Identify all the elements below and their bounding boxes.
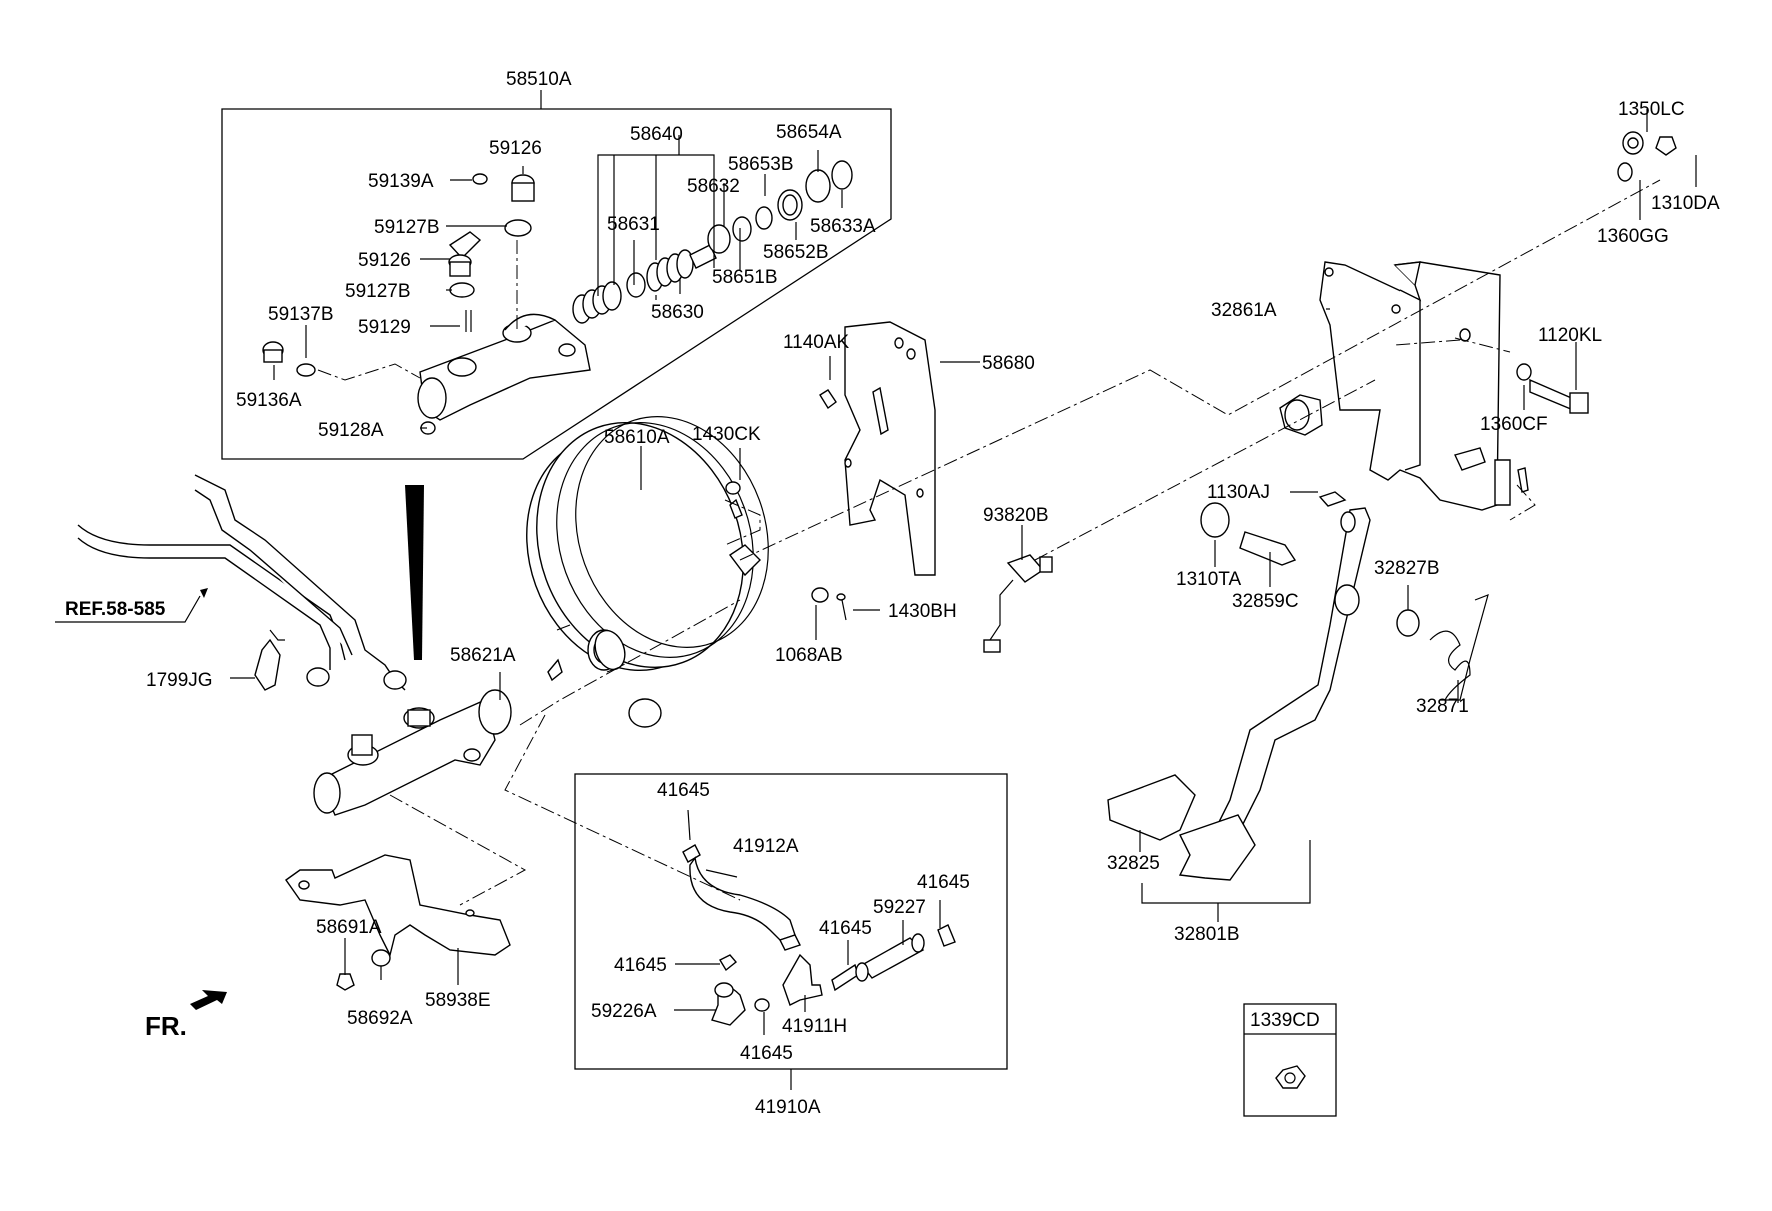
label-front: FR.	[145, 1011, 187, 1041]
label-59226A: 59226A	[591, 1001, 657, 1022]
master-cylinder-detail	[262, 173, 591, 435]
label-58691A: 58691A	[316, 917, 382, 938]
label-32801B: 32801B	[1174, 924, 1240, 945]
label-32871: 32871	[1416, 696, 1469, 717]
label-59227: 59227	[873, 897, 926, 918]
label-58651B: 58651B	[712, 267, 778, 288]
label-58640: 58640	[630, 124, 683, 145]
label-58631: 58631	[607, 214, 660, 235]
label-58632: 58632	[687, 176, 740, 197]
label-41645-d: 41645	[614, 955, 667, 976]
label-58610A: 58610A	[604, 427, 670, 448]
kit-box-1339CD	[1243, 1003, 1337, 1117]
front-arrow	[190, 990, 227, 1010]
label-41645-e: 41645	[740, 1043, 793, 1064]
label-59126: 59126	[489, 138, 542, 159]
switch-93820B	[983, 554, 1053, 653]
label-1310DA: 1310DA	[1651, 193, 1720, 214]
label-59129: 59129	[358, 317, 411, 338]
small-hardware	[729, 131, 1677, 701]
label-41645-b: 41645	[917, 872, 970, 893]
label-41912A: 41912A	[733, 836, 799, 857]
label-32859C: 32859C	[1232, 591, 1299, 612]
label-1360CF: 1360CF	[1480, 414, 1548, 435]
reservoir-hoses	[77, 474, 407, 691]
label-1339CD: 1339CD	[1250, 1010, 1320, 1031]
brake-booster	[526, 416, 769, 728]
label-59137B: 59137B	[268, 304, 334, 325]
master-cylinder	[313, 485, 512, 816]
label-1799JG: 1799JG	[146, 670, 213, 691]
label-1360GG: 1360GG	[1597, 226, 1669, 247]
label-58510A: 58510A	[506, 69, 572, 90]
label-1350LC: 1350LC	[1618, 99, 1685, 120]
label-1068AB: 1068AB	[775, 645, 843, 666]
label-41645-c: 41645	[819, 918, 872, 939]
label-58630: 58630	[651, 302, 704, 323]
vacuum-hoses	[682, 844, 956, 1026]
brake-pedal	[1107, 507, 1371, 881]
label-93820B: 93820B	[983, 505, 1049, 526]
label-58621A: 58621A	[450, 645, 516, 666]
label-1140AK: 1140AK	[783, 332, 850, 353]
label-59127B-b: 59127B	[345, 281, 411, 302]
label-59128A: 59128A	[318, 420, 384, 441]
label-1430CK: 1430CK	[692, 424, 761, 445]
label-1130AJ: 1130AJ	[1207, 482, 1270, 503]
label-1430BH: 1430BH	[888, 601, 957, 622]
bracket-58938E	[285, 854, 511, 991]
label-59139A: 59139A	[368, 171, 434, 192]
label-59127B: 59127B	[374, 217, 440, 238]
assembly-lines	[389, 179, 1661, 906]
label-1310TA: 1310TA	[1176, 569, 1241, 590]
label-1120KL: 1120KL	[1538, 325, 1602, 346]
label-32825: 32825	[1107, 853, 1160, 874]
bracket-58680	[844, 321, 936, 576]
label-41911H: 41911H	[782, 1016, 847, 1037]
label-58653B: 58653B	[728, 154, 794, 175]
label-58938E: 58938E	[425, 990, 491, 1011]
label-58680: 58680	[982, 353, 1035, 374]
label-58652B: 58652B	[763, 242, 829, 263]
label-59126-b: 59126	[358, 250, 411, 271]
callout-labels: 58510A 59126 59139A 59127B 59126 59127B …	[65, 69, 1720, 1118]
label-59136A: 59136A	[236, 390, 302, 411]
label-ref-58-585: REF.58-585	[65, 599, 166, 620]
label-58654A: 58654A	[776, 122, 842, 143]
kit-box-58510A	[221, 90, 892, 460]
leader-lines	[55, 109, 1697, 1035]
label-32827B: 32827B	[1374, 558, 1440, 579]
piston-assembly	[572, 160, 853, 324]
kit-box-41910A	[574, 773, 1008, 1090]
pedal-bracket	[1279, 261, 1511, 511]
label-41910A: 41910A	[755, 1097, 821, 1118]
label-58692A: 58692A	[347, 1008, 413, 1029]
label-58633A: 58633A	[810, 216, 876, 237]
label-32861A: 32861A	[1211, 300, 1277, 321]
label-41645-a: 41645	[657, 780, 710, 801]
